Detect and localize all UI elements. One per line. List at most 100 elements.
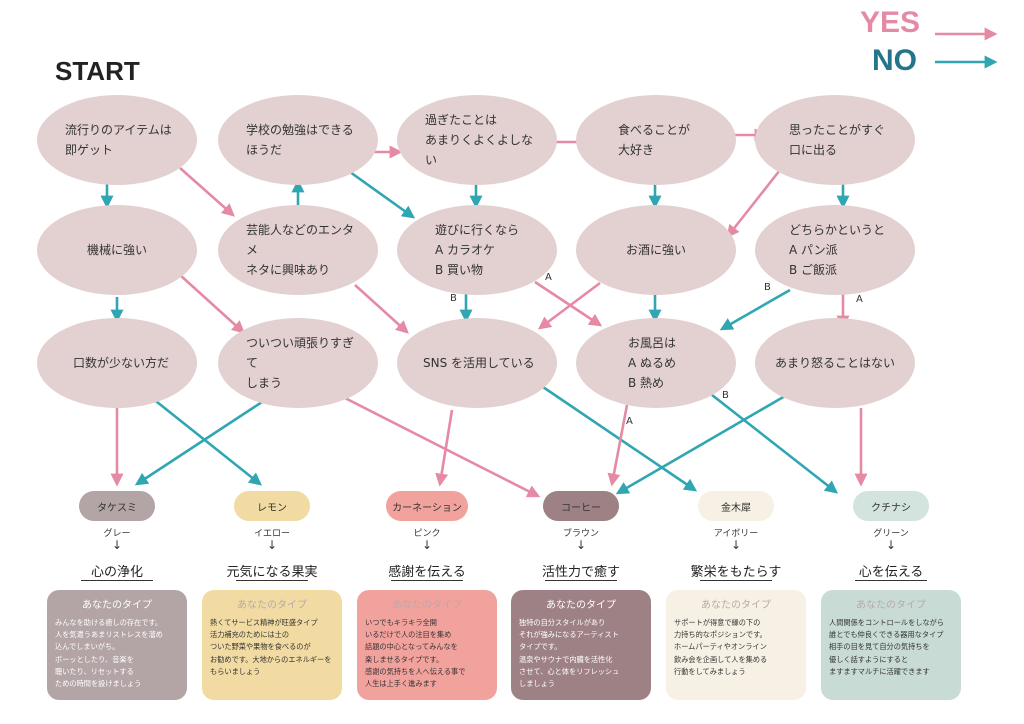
question-sns: SNS を活用している <box>397 318 557 408</box>
no-arrow <box>151 396 263 486</box>
card-body: みんなを助ける癒しの存在です。 人を気遣うあまリストレスを溜め 込んでしまいがち… <box>55 618 163 689</box>
result-type-card: あなたのタイプみんなを助ける癒しの存在です。 人を気遣うあまリストレスを溜め 込… <box>47 590 187 700</box>
down-arrow-icon: ↓ <box>730 538 742 552</box>
question-bath: お風呂は A ぬるめ B 熱め <box>576 318 736 408</box>
branch-label-a: A <box>545 272 552 283</box>
title-underline <box>545 580 617 581</box>
result-title: 心の浄化 <box>90 565 143 580</box>
result-type-card: あなたのタイプサポートが得意で縁の下の 力持ち的なポジションです。 ホームパーテ… <box>666 590 806 700</box>
yes-arrow <box>607 404 629 487</box>
result-title: 活性力で癒す <box>541 565 620 580</box>
title-underline <box>855 580 927 581</box>
card-header: あなたのタイプ <box>856 600 926 611</box>
down-arrow-icon: ↓ <box>111 538 123 552</box>
result-color-name: グリーン <box>873 529 909 539</box>
question-tech-savvy: 機械に強い <box>37 205 197 295</box>
card-body: 熱くてサービス精神が旺盛タイプ 活力補充のためには土の ついた野菜や果物を食べる… <box>210 618 332 676</box>
yes-arrow <box>344 396 541 498</box>
branch-label-a: A <box>626 416 633 427</box>
result-name-badge: コーヒー <box>543 491 619 521</box>
card-header: あなたのタイプ <box>546 600 616 611</box>
card-header: あなたのタイプ <box>82 600 152 611</box>
card-body: サポートが得意で縁の下の 力持ち的なポジションです。 ホームパーティやオンライン… <box>674 618 768 676</box>
down-arrow-icon: ↓ <box>421 538 433 552</box>
down-arrow-icon: ↓ <box>885 538 897 552</box>
question-overwork: ついつい頑張りすぎて しまう <box>218 318 378 408</box>
result-name-badge: 金木犀 <box>698 491 774 521</box>
result-name-badge: レモン <box>234 491 310 521</box>
yes-arrow <box>179 274 245 334</box>
result-type-card: あなたのタイプいつでもキラキラ全開 いるだけで人の注目を集め 話題の中心となって… <box>357 590 497 700</box>
question-text: お酒に強い <box>626 243 687 257</box>
no-arrow <box>542 385 698 492</box>
question-no-worry: 過ぎたことは あまりくよくよしない <box>397 95 557 185</box>
result-color-name: アイボリー <box>713 529 759 539</box>
question-text: 口数が少ない方だ <box>73 356 170 370</box>
yes-arrow <box>179 167 235 217</box>
question-text: 機械に強い <box>87 243 148 257</box>
question-karaoke-shopping: 遊びに行くなら A カラオケ B 買い物 <box>397 205 557 295</box>
card-body: いつでもキラキラ全開 いるだけで人の注目を集め 話題の中心となってみんなを 楽し… <box>365 618 466 689</box>
card-header: あなたのタイプ <box>392 600 462 611</box>
no-arrow <box>711 393 839 494</box>
card-header: あなたのタイプ <box>237 600 307 611</box>
result-title: 感謝を伝える <box>388 565 466 580</box>
title-underline <box>81 580 153 581</box>
question-text: あまり怒ることはない <box>775 356 896 370</box>
question-rarely-angry: あまり怒ることはない <box>755 318 915 408</box>
card-body: 人間関係をコントロールをしながら 誰とでも仲良くできる器用なタイプ 相手の目を見… <box>829 618 945 676</box>
result-color-name: ピンク <box>413 529 441 539</box>
legend-yes-label: YES <box>860 6 921 39</box>
question-love-eating: 食べることが 大好き <box>576 95 736 185</box>
legend-no-label: NO <box>872 44 917 77</box>
question-text: ついつい頑張りすぎて しまう <box>246 336 355 390</box>
yes-arrow <box>534 280 603 327</box>
no-arrow <box>349 170 416 219</box>
result-color-name: グレー <box>103 529 131 539</box>
yes-arrow <box>354 284 409 334</box>
question-text: 芸能人などのエンタメ ネタに興味あり <box>246 223 355 277</box>
title-underline <box>236 580 308 581</box>
result-name-badge: カーネーション <box>386 491 468 521</box>
no-arrow <box>615 394 786 495</box>
result-title: 繁栄をもたらす <box>690 565 782 580</box>
question-school-study: 学校の勉強はできる ほうだ <box>218 95 378 185</box>
down-arrow-icon: ↓ <box>266 538 278 552</box>
down-arrow-icon: ↓ <box>575 538 587 552</box>
result-type-card: あなたのタイプ独特の自分スタイルがあり それが強みになるアーティスト タイプです… <box>511 590 651 700</box>
yes-arrow <box>726 169 782 239</box>
question-text: お風呂は A ぬるめ B 熱め <box>628 336 677 390</box>
card-body: 独特の自分スタイルがあり それが強みになるアーティスト タイプです。 温泉やサウ… <box>519 618 620 689</box>
question-text: 学校の勉強はできる ほうだ <box>246 123 354 157</box>
question-alcohol: お酒に強い <box>576 205 736 295</box>
title-underline <box>700 580 772 581</box>
question-bread-rice: どちらかというと A パン派 B ご飯派 <box>755 205 915 295</box>
result-title: 心を伝える <box>858 565 924 580</box>
question-text: 過ぎたことは あまりくよくよしない <box>425 113 534 167</box>
yes-arrow <box>537 281 601 330</box>
branch-label-b: B <box>450 293 457 304</box>
result-name-badge: タケスミ <box>79 491 155 521</box>
result-name-badge: クチナシ <box>853 491 929 521</box>
question-text: SNS を活用している <box>423 356 535 370</box>
yes-arrow <box>435 409 454 487</box>
question-quiet: 口数が少ない方だ <box>37 318 197 408</box>
start-label: START <box>55 56 140 86</box>
question-text: 流行りのアイテムは 即ゲット <box>65 123 172 157</box>
branch-label-b: B <box>764 282 771 293</box>
result-color-name: イエロー <box>254 529 290 539</box>
question-text: 遊びに行くなら A カラオケ B 買い物 <box>435 223 520 277</box>
question-text: どちらかというと A パン派 B ご飯派 <box>789 223 886 277</box>
question-entertainment: 芸能人などのエンタメ ネタに興味あり <box>218 205 378 295</box>
question-text: 思ったことがすぐ 口に出る <box>789 123 886 157</box>
question-trend-items: 流行りのアイテムは 即ゲット <box>37 95 197 185</box>
card-header: あなたのタイプ <box>701 600 771 611</box>
question-speak-mind: 思ったことがすぐ 口に出る <box>755 95 915 185</box>
result-color-name: ブラウン <box>562 529 599 539</box>
question-text: 食べることが 大好き <box>618 123 691 157</box>
branch-label-a: A <box>856 294 863 305</box>
result-type-card: あなたのタイプ人間関係をコントロールをしながら 誰とでも仲良くできる器用なタイプ… <box>821 590 961 700</box>
result-type-card: あなたのタイプ熱くてサービス精神が旺盛タイプ 活力補充のためには土の ついた野菜… <box>202 590 342 700</box>
no-arrow <box>719 288 791 331</box>
